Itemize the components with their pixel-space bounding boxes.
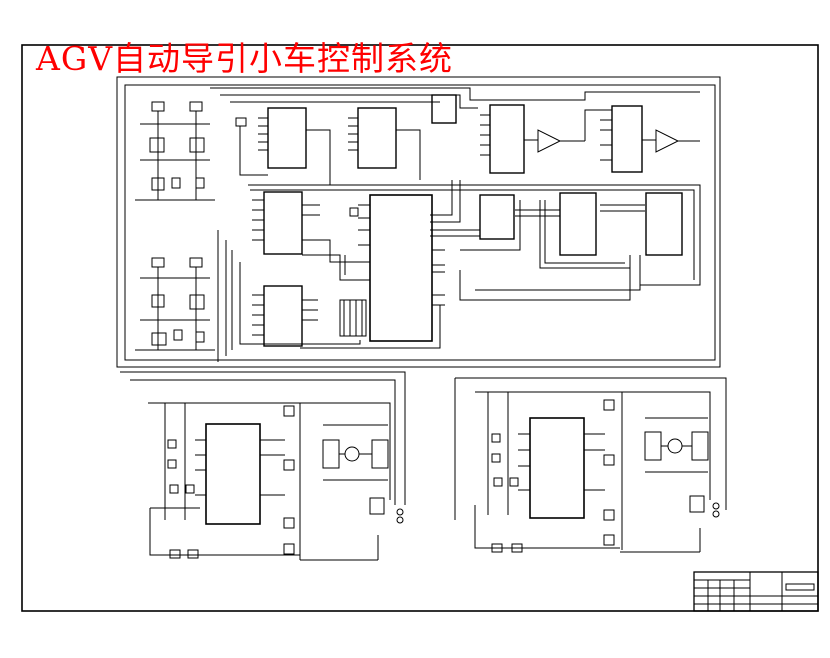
drawing-title: AGV自动导引小车控制系统 (36, 39, 454, 78)
sensor-block-upper (135, 101, 215, 201)
data-bus (248, 180, 701, 286)
routing-wires (217, 200, 641, 362)
upper-control-section (116, 76, 721, 368)
sensor-block-lower (135, 257, 215, 351)
ic-upper-left-pair (235, 94, 457, 185)
ic-upper-right-pair (480, 104, 700, 174)
title-block (693, 571, 819, 612)
ic-decoder-row (252, 191, 683, 347)
drawing-border (21, 44, 819, 612)
motor-drive-left (120, 371, 406, 561)
microcontroller-ic (339, 194, 445, 342)
motor-drive-right (454, 377, 727, 553)
